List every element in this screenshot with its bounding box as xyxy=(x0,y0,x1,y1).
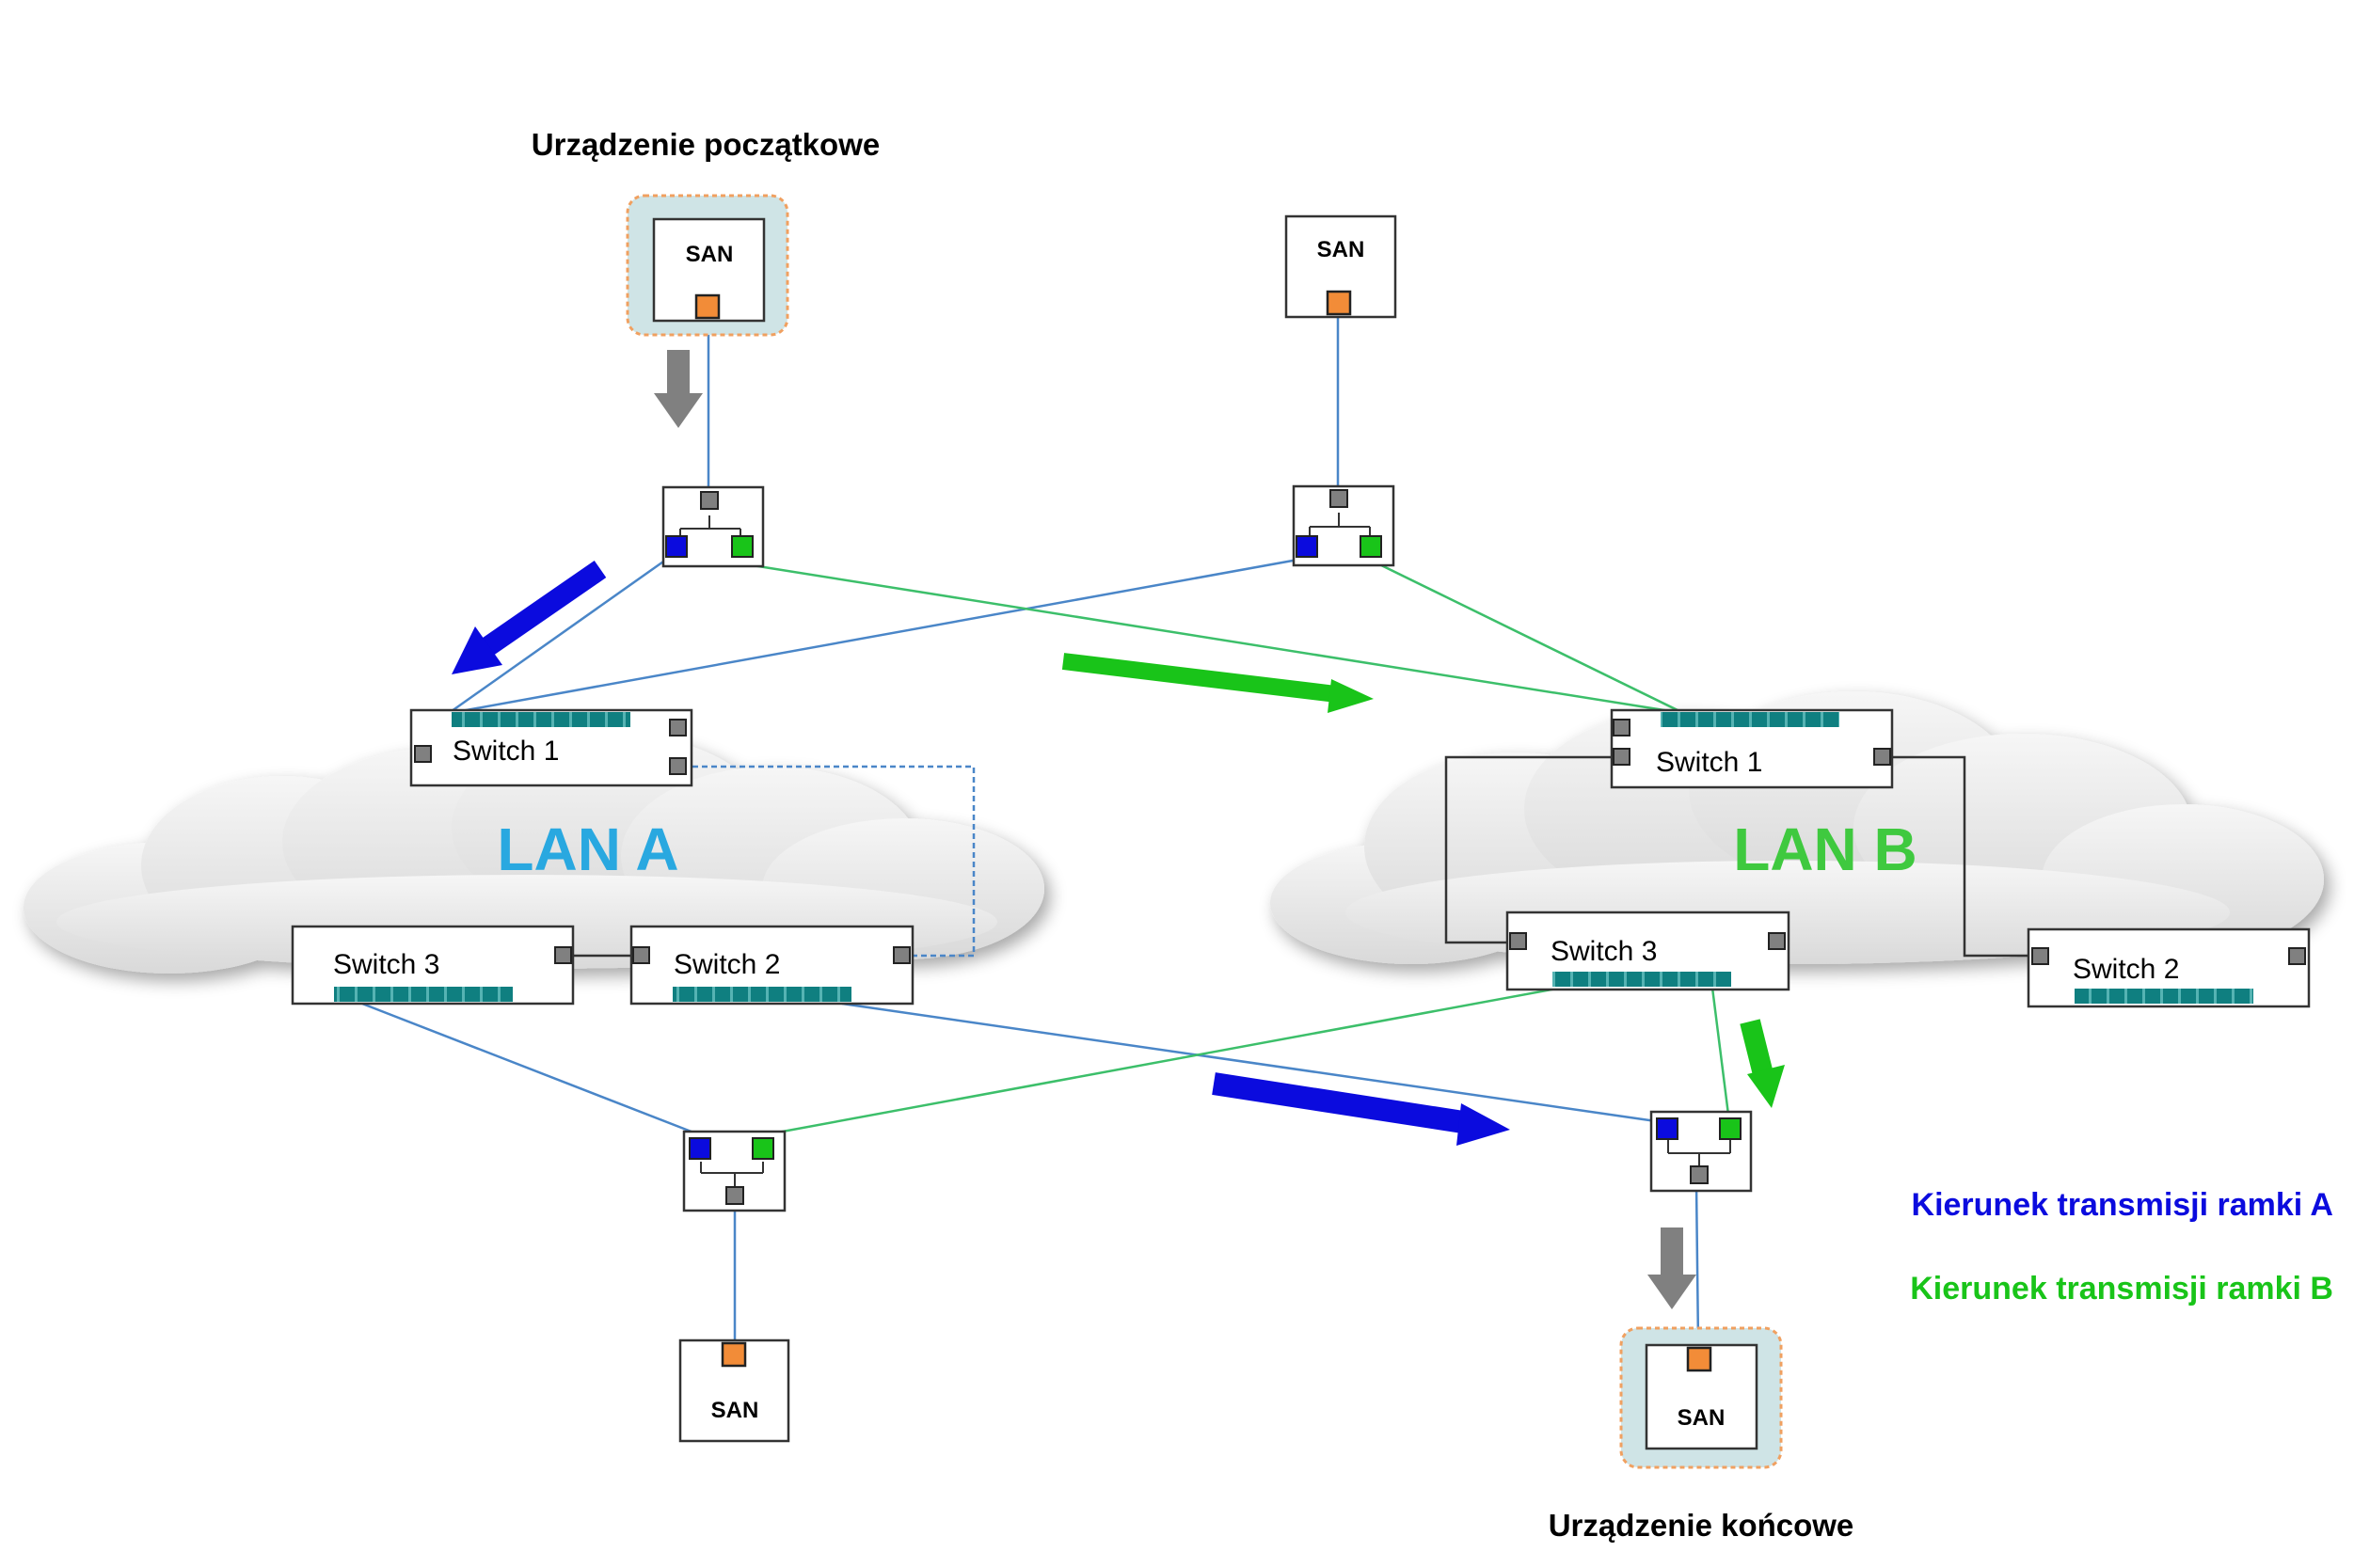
san-top-right[interactable]: SAN xyxy=(1284,214,1397,319)
arrow-frame-b-1-icon xyxy=(1061,653,1374,713)
port-a-icon xyxy=(665,535,688,558)
san-bottom-left[interactable]: SAN xyxy=(678,1338,790,1443)
port-gray-icon xyxy=(1329,489,1348,508)
port-san-icon xyxy=(694,293,721,320)
redbox-bottom-left[interactable] xyxy=(682,1130,787,1212)
port-a-icon xyxy=(689,1137,711,1160)
redbox-top-left[interactable] xyxy=(661,485,765,568)
switch-a2-label: Switch 2 xyxy=(674,949,780,980)
port-strip xyxy=(452,712,630,727)
switch-a2[interactable]: Switch 2 xyxy=(629,925,915,1006)
port-gray xyxy=(632,946,650,964)
port-san-icon xyxy=(1326,290,1352,316)
link-b-redbox2 xyxy=(1373,560,1680,713)
legend-frame-b: Kierunek transmisji ramki B xyxy=(1910,1271,2333,1307)
switch-b2-label: Switch 2 xyxy=(2073,954,2179,985)
link-b-sw1-sw3 xyxy=(1444,755,1612,944)
port-gray xyxy=(669,719,687,736)
port-gray-icon xyxy=(700,491,719,510)
port-strip xyxy=(2075,989,2253,1004)
port-gray xyxy=(669,757,687,775)
port-gray xyxy=(1613,719,1630,736)
switch-a1[interactable]: Switch 1 xyxy=(409,708,693,787)
arrow-gray-down-2-icon xyxy=(1647,1227,1696,1309)
switch-a3-label: Switch 3 xyxy=(333,949,439,980)
link-b-redbox1 xyxy=(740,562,1671,713)
source-device-label: Urządzenie początkowe xyxy=(532,127,880,162)
san-label: SAN xyxy=(1317,237,1365,262)
port-b-icon xyxy=(1360,535,1382,558)
redbox-top-right[interactable] xyxy=(1292,484,1395,567)
port-gray xyxy=(1509,932,1527,950)
redbox-bottom-right[interactable] xyxy=(1649,1110,1753,1193)
san-label: SAN xyxy=(1678,1405,1726,1431)
link-a-sw3-redbox3 xyxy=(361,1002,702,1137)
port-san-icon xyxy=(1686,1346,1712,1372)
port-b-icon xyxy=(731,535,754,558)
san-top-left[interactable]: SAN xyxy=(626,194,789,337)
lan-b-label: LAN B xyxy=(1733,816,1917,883)
switch-b3[interactable]: Switch 3 xyxy=(1505,911,1790,991)
port-a-icon xyxy=(1656,1117,1678,1140)
port-gray xyxy=(414,745,432,763)
arrow-frame-b-2-icon xyxy=(1740,1019,1785,1108)
legend-frame-a: Kierunek transmisji ramki A xyxy=(1912,1187,2333,1223)
san-label: SAN xyxy=(686,242,734,267)
port-b-icon xyxy=(752,1137,774,1160)
link-a-sw2-redbox4 xyxy=(841,1002,1663,1124)
port-strip xyxy=(334,987,513,1002)
destination-device-label: Urządzenie końcowe xyxy=(1549,1508,1854,1543)
port-strip xyxy=(1661,712,1839,727)
san-label: SAN xyxy=(711,1398,759,1423)
port-gray xyxy=(2031,947,2049,965)
switch-b2[interactable]: Switch 2 xyxy=(2027,927,2311,1008)
switch-b1[interactable]: Switch 1 xyxy=(1610,708,1894,789)
link-b-sw3-redbox4 xyxy=(1710,987,1731,1123)
port-strip xyxy=(1552,972,1731,987)
arrow-frame-a-1-icon xyxy=(452,560,607,674)
link-b-sw1-sw2 xyxy=(1891,755,2042,958)
link-a-redbox1 xyxy=(451,553,674,713)
switch-b3-label: Switch 3 xyxy=(1551,936,1657,967)
switch-a1-label: Switch 1 xyxy=(453,736,559,767)
arrow-frame-a-2-icon xyxy=(1212,1072,1510,1146)
internal-links xyxy=(573,755,2042,958)
link-b-sw3-redbox3 xyxy=(761,986,1563,1137)
links xyxy=(361,315,1731,1346)
port-strip xyxy=(673,987,851,1002)
port-a-icon xyxy=(1296,535,1318,558)
link-san-br xyxy=(1694,1182,1700,1346)
port-b-icon xyxy=(1719,1117,1742,1140)
lan-a-label: LAN A xyxy=(497,816,678,883)
port-gray xyxy=(1768,932,1786,950)
san-bottom-right[interactable]: SAN xyxy=(1619,1326,1783,1469)
port-gray xyxy=(893,946,911,964)
switch-a3[interactable]: Switch 3 xyxy=(291,925,575,1006)
link-a-redbox2 xyxy=(460,557,1304,713)
port-gray-icon xyxy=(725,1186,744,1205)
port-gray-icon xyxy=(1690,1165,1709,1184)
port-san-icon xyxy=(721,1341,747,1368)
port-gray xyxy=(2288,947,2306,965)
port-gray xyxy=(554,946,572,964)
switch-b1-label: Switch 1 xyxy=(1656,747,1762,778)
arrow-gray-down-icon xyxy=(654,350,703,428)
port-gray xyxy=(1873,748,1891,766)
port-gray xyxy=(1613,748,1630,766)
arrows xyxy=(452,350,1785,1309)
link-a-sw1-sw2 xyxy=(692,765,976,958)
